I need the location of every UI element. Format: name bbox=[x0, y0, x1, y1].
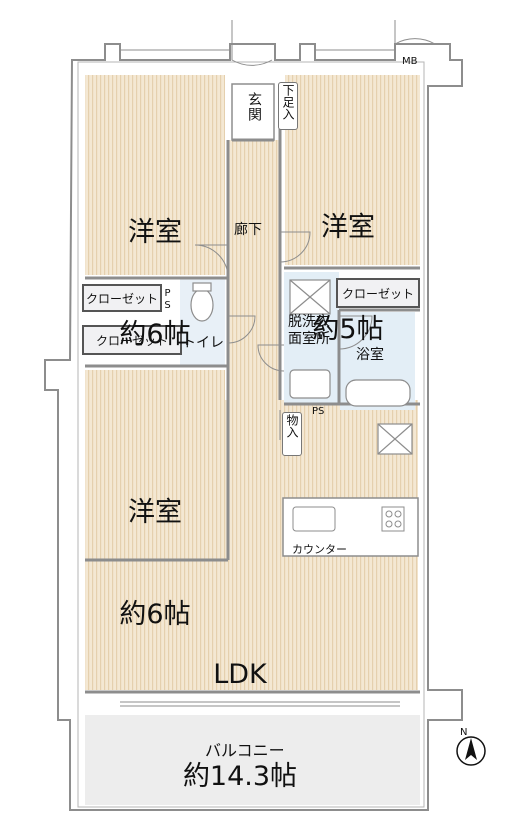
washbasin bbox=[289, 369, 331, 399]
bathtub bbox=[345, 379, 411, 407]
counter-label: カウンター bbox=[292, 543, 347, 556]
balcony-label: バルコニー bbox=[205, 741, 285, 760]
floor-room1 bbox=[85, 75, 225, 275]
shoe-storage bbox=[278, 82, 298, 130]
mb-label: MB bbox=[402, 56, 418, 67]
floor-balcony bbox=[85, 715, 420, 805]
compass-label: N bbox=[460, 727, 468, 738]
floor-room2 bbox=[285, 75, 420, 265]
room2-name: 洋室 bbox=[321, 212, 375, 243]
interior-walls bbox=[85, 84, 420, 694]
room1-size: 約6帖 bbox=[119, 319, 191, 350]
shoe-storage-label: 下足入 bbox=[281, 84, 295, 120]
outer-walls bbox=[44, 43, 463, 811]
compass-icon bbox=[456, 736, 486, 766]
ldk-name: LDK bbox=[213, 659, 267, 690]
ps-label-1: PS bbox=[162, 288, 173, 312]
toilet-label: トイレ bbox=[182, 335, 224, 351]
kitchen-counter bbox=[282, 497, 419, 557]
bathroom-label: 浴室 bbox=[356, 347, 384, 363]
closet-3: クローゼット bbox=[336, 278, 420, 308]
ldk-size: 約14.3帖 bbox=[182, 761, 298, 792]
room3-name: 洋室 bbox=[128, 497, 182, 528]
ps-label-2: PS bbox=[312, 406, 325, 417]
windows bbox=[120, 49, 400, 707]
room3-size: 約6帖 bbox=[119, 599, 191, 630]
storage bbox=[282, 412, 302, 456]
entrance-label: 玄関 bbox=[246, 92, 262, 122]
room2-size: 約5帖 bbox=[312, 314, 384, 345]
fixtures bbox=[190, 279, 413, 455]
room1-name: 洋室 bbox=[128, 217, 182, 248]
closet-2: クローゼット bbox=[82, 325, 182, 355]
floor-hallway bbox=[228, 140, 280, 400]
ldk-label: LDK 約14.3帖 bbox=[150, 590, 330, 828]
washroom-label: 脱洗衣面室所 bbox=[288, 314, 330, 347]
room2-label: 洋室 約5帖 bbox=[298, 143, 398, 381]
floors bbox=[85, 75, 420, 805]
hallway-label: 廊下 bbox=[234, 222, 262, 238]
room3-label: 洋室 約6帖 bbox=[105, 428, 205, 666]
door-swings bbox=[194, 20, 436, 440]
room1-label: 洋室 約6帖 bbox=[105, 148, 205, 386]
storage-label: 物入 bbox=[285, 414, 299, 438]
closet-1: クローゼット bbox=[82, 284, 162, 312]
toilet-tank bbox=[192, 282, 212, 292]
